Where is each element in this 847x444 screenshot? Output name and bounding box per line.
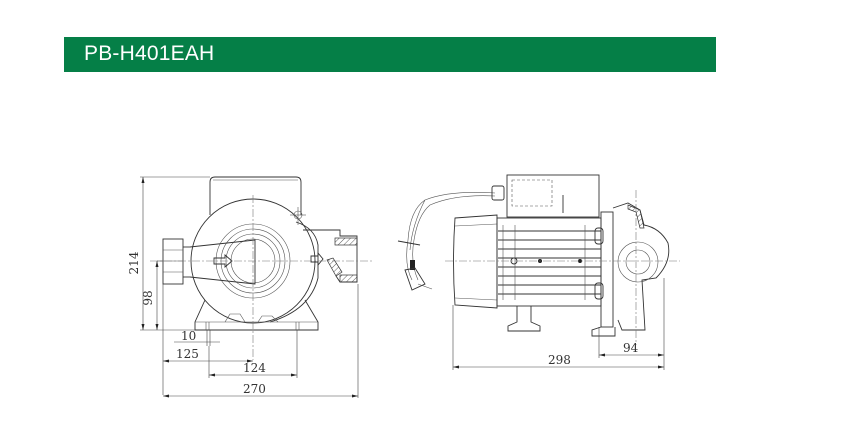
front-view-dimensions: 214 98 10 125 124 270 [127, 176, 359, 398]
side-view-dimensions: 94 298 [452, 278, 665, 370]
dim-inlet-to-center: 125 [176, 347, 199, 361]
front-view-drawing [150, 176, 372, 360]
dim-height-total: 214 [127, 251, 141, 274]
dim-length-total: 298 [548, 353, 571, 367]
model-title: PB-H401EAH [84, 42, 215, 65]
dim-foot-spacing: 124 [243, 361, 266, 375]
model-title-banner: PB-H401EAH [64, 37, 716, 72]
dim-width-total: 270 [243, 382, 266, 396]
dim-pump-head: 94 [623, 341, 639, 355]
dim-foot-hole: 10 [181, 329, 196, 343]
side-view-drawing [397, 174, 680, 345]
dim-center-height: 98 [141, 290, 155, 305]
